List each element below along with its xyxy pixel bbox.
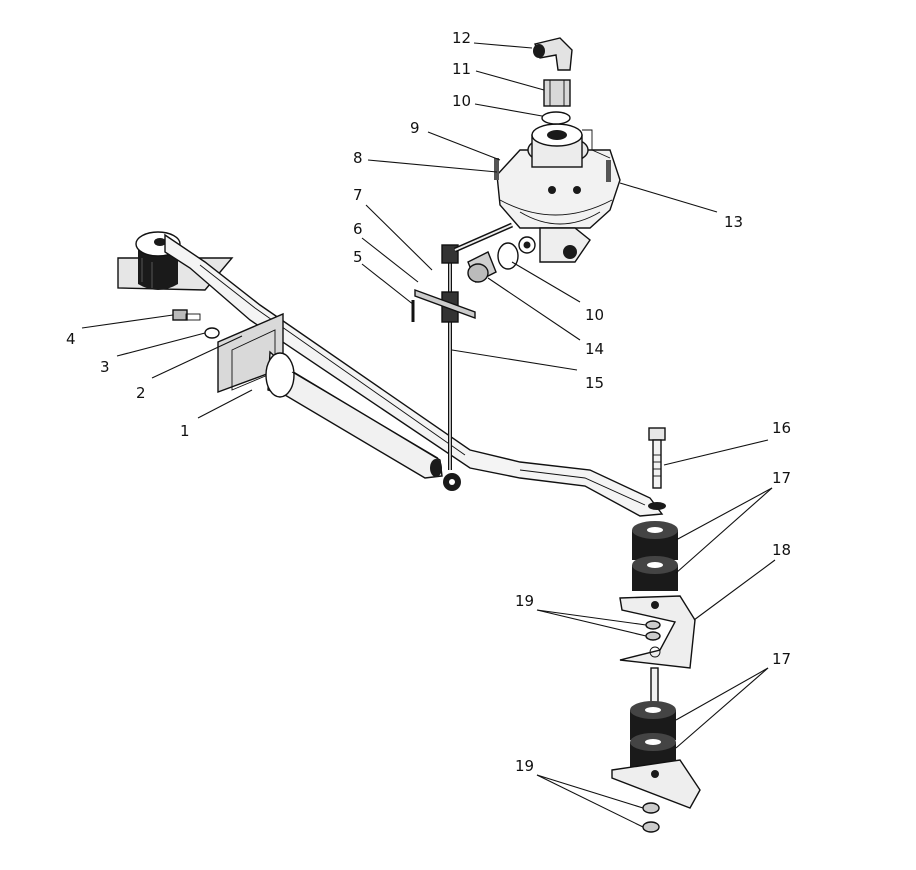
washer-10-top — [541, 111, 571, 125]
callout-15: 15 — [585, 374, 604, 392]
clamp-6 — [414, 288, 476, 320]
callout-7: 7 — [353, 186, 363, 204]
callout-9: 9 — [410, 119, 420, 137]
callout-19-lower: 19 — [515, 757, 534, 775]
callout-labels: 1 2 3 4 5 6 7 8 9 10 10 11 12 13 14 15 1… — [66, 29, 791, 775]
callout-16: 16 — [772, 419, 791, 437]
protective-tube — [265, 350, 443, 479]
callout-17-lower: 17 — [772, 650, 791, 668]
elbow-fitting-12 — [533, 37, 573, 71]
fitting-14 — [467, 251, 497, 283]
leader-lines — [81, 42, 776, 828]
callout-12: 12 — [452, 29, 471, 47]
callout-18: 18 — [772, 541, 791, 559]
cushion-17-lower — [630, 701, 676, 768]
cushion-17-upper — [632, 521, 678, 591]
vertical-link — [441, 244, 461, 491]
washer-3 — [204, 327, 220, 339]
lower-plate — [611, 759, 701, 809]
callout-8: 8 — [353, 149, 363, 167]
pressure-regulator-valve — [494, 123, 621, 263]
nuts-19-middle — [645, 620, 661, 641]
callout-6: 6 — [353, 220, 363, 238]
callout-5: 5 — [353, 248, 363, 266]
bracket-18 — [619, 595, 696, 669]
bolt-16 — [648, 427, 666, 489]
bolt-shaft-lower — [650, 667, 659, 705]
callout-2: 2 — [136, 384, 146, 402]
callout-17-upper: 17 — [772, 469, 791, 487]
callout-4: 4 — [66, 330, 76, 348]
callout-10-top: 10 — [452, 92, 471, 110]
fitting-11 — [543, 79, 571, 107]
bolt-4 — [172, 309, 201, 321]
arm-7 — [453, 222, 514, 253]
callout-14: 14 — [585, 340, 604, 358]
callout-1: 1 — [180, 422, 190, 440]
lever-rod — [164, 233, 666, 517]
callout-19-middle: 19 — [515, 592, 534, 610]
callout-13: 13 — [724, 213, 743, 231]
nuts-19-lower — [642, 802, 660, 833]
callout-10-side: 10 — [585, 306, 604, 324]
washer-10-side — [497, 242, 519, 270]
callout-3: 3 — [100, 358, 110, 376]
callout-11: 11 — [452, 60, 471, 78]
